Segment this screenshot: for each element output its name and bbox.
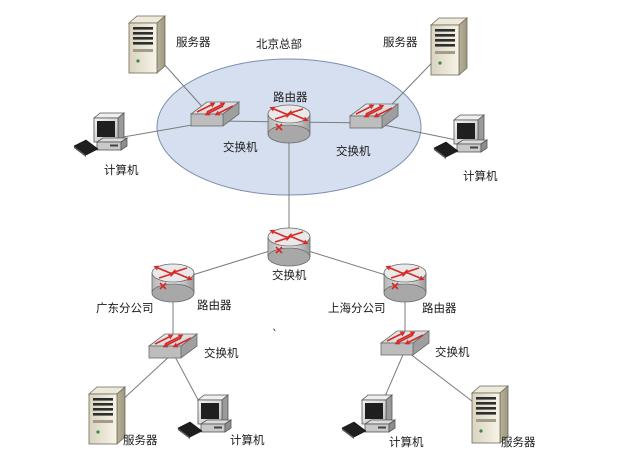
- bj-server-left-label: 服务器: [176, 35, 211, 49]
- link-bj-switch-right-to-bj-pc-right: [373, 122, 467, 143]
- bj-pc-right-label: 计算机: [463, 169, 498, 183]
- sh-router-router-icon: [383, 263, 427, 303]
- bj-server-left-server-icon: [127, 15, 167, 74]
- gd-server-label: 服务器: [123, 433, 158, 447]
- gd-router-branch-label: 广东分公司: [96, 301, 154, 315]
- bj-pc-right-computer-icon: [433, 114, 489, 159]
- bj-server-right-label: 服务器: [383, 35, 418, 49]
- bj-switch-left-label: 交换机: [223, 140, 258, 154]
- headquarters-title: 北京总部: [256, 37, 302, 51]
- sh-router-branch-label: 上海分公司: [328, 301, 386, 315]
- bj-switch-left-switch-icon: [189, 101, 241, 127]
- bj-router-router-icon: [267, 104, 311, 144]
- gd-pc-computer-icon: [177, 394, 233, 439]
- stray-mark: `: [272, 327, 278, 341]
- core-switch-router-icon: [267, 227, 311, 267]
- nodes-layer: [73, 15, 510, 445]
- bj-server-right-server-icon: [429, 17, 469, 76]
- gd-router-router-icon: [151, 263, 195, 303]
- gd-switch-switch-icon: [147, 333, 199, 359]
- bj-router-label: 路由器: [273, 90, 308, 104]
- gd-server-server-icon: [87, 386, 127, 445]
- sh-pc-computer-icon: [341, 394, 397, 439]
- sh-server-server-icon: [470, 385, 510, 444]
- sh-router-label: 路由器: [422, 301, 457, 315]
- sh-switch-label: 交换机: [435, 345, 470, 359]
- gd-router-label: 路由器: [197, 298, 232, 312]
- bj-pc-left-label: 计算机: [104, 163, 139, 177]
- sh-switch-switch-icon: [379, 330, 431, 356]
- bj-pc-left-computer-icon: [73, 112, 129, 157]
- bj-switch-right-label: 交换机: [336, 144, 371, 158]
- gd-pc-label: 计算机: [230, 433, 265, 447]
- labels-layer: 服务器服务器计算机计算机交换机路由器交换机交换机路由器广东分公司路由器上海分公司…: [96, 35, 536, 449]
- sh-server-label: 服务器: [501, 435, 536, 449]
- core-switch-label: 交换机: [272, 268, 307, 282]
- gd-switch-label: 交换机: [204, 346, 239, 360]
- bj-switch-right-switch-icon: [348, 103, 400, 129]
- sh-pc-label: 计算机: [389, 435, 424, 449]
